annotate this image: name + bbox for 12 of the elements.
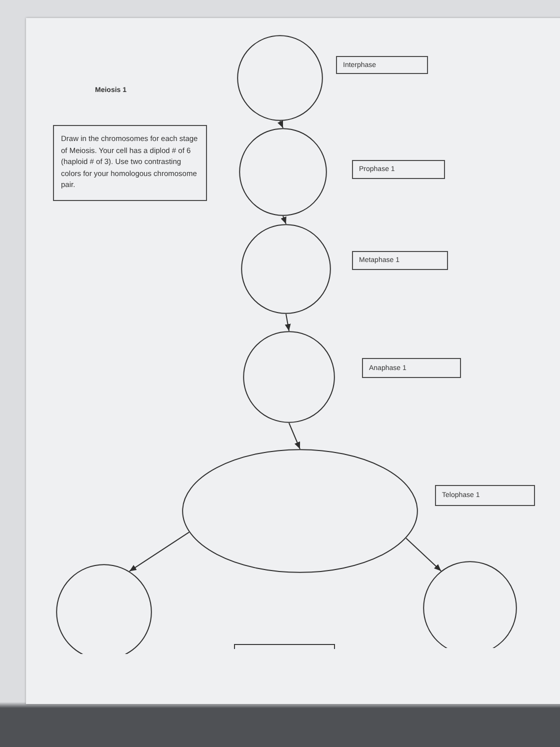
arrow: [284, 314, 291, 332]
cell-circle: [241, 224, 331, 314]
arrow: [406, 538, 442, 572]
arrow: [277, 120, 284, 128]
cell-circle: [239, 128, 327, 216]
cell-circle: [237, 35, 323, 121]
arrow: [280, 216, 286, 224]
partial-label-box: [234, 644, 335, 649]
cell-circle: [243, 331, 335, 423]
arrow: [288, 422, 300, 450]
arrow: [128, 532, 190, 572]
cell-ellipse: [182, 449, 418, 573]
